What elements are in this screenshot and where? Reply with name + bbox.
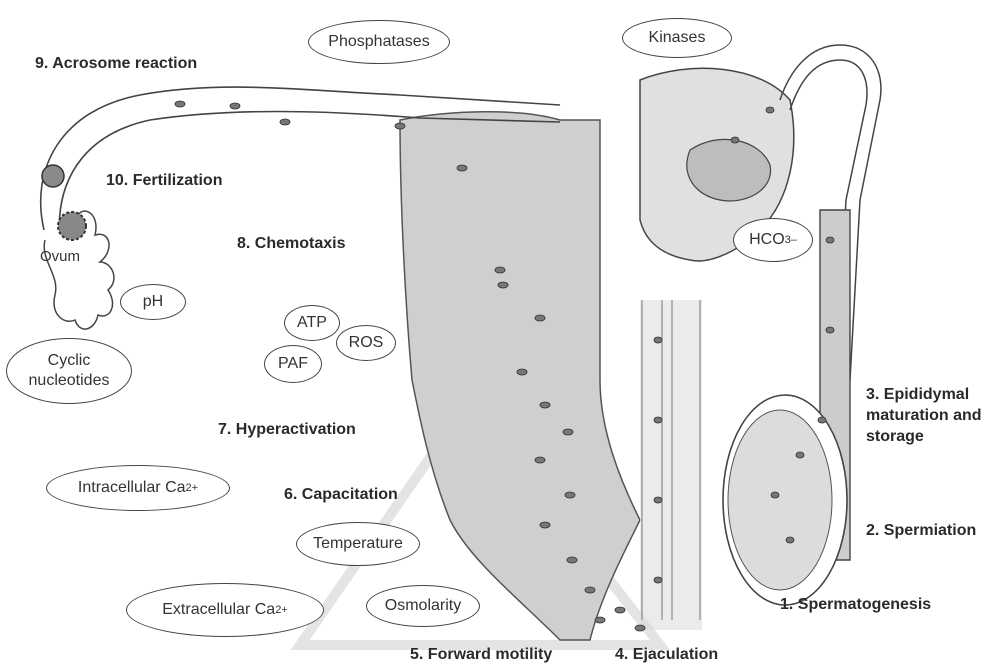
ovum-label: Ovum xyxy=(40,248,80,265)
step-ejaculation: 4. Ejaculation xyxy=(615,645,718,664)
factor-cyclic-nucleotides: Cyclic nucleotides xyxy=(6,338,132,404)
factor-ros: ROS xyxy=(336,325,396,361)
factor-kinases: Kinases xyxy=(622,18,732,58)
zygote-cell xyxy=(42,165,64,187)
cyclic-line1: Cyclic xyxy=(48,351,91,371)
step-epididymal-maturation: 3. Epididymal maturation and storage xyxy=(866,384,982,447)
step-chemotaxis: 8. Chemotaxis xyxy=(237,234,345,253)
uterus-shape xyxy=(400,112,640,640)
extra-base: Extracellular Ca xyxy=(162,600,275,620)
factor-temperature: Temperature xyxy=(296,522,420,566)
step-spermatogenesis: 1. Spermatogenesis xyxy=(780,595,931,614)
factor-osmolarity: Osmolarity xyxy=(366,585,480,627)
factor-phosphatases: Phosphatases xyxy=(308,20,450,64)
step-spermiation: 2. Spermiation xyxy=(866,521,976,540)
factor-ph: pH xyxy=(120,284,186,320)
ovum-cell xyxy=(58,212,86,240)
step-epididymal-line3: storage xyxy=(866,426,982,447)
testis-inner xyxy=(728,410,832,590)
hco3-base: HCO xyxy=(749,230,785,250)
step-forward-motility: 5. Forward motility xyxy=(410,645,552,664)
step-epididymal-line1: 3. Epididymal xyxy=(866,384,982,405)
step-fertilization: 10. Fertilization xyxy=(106,171,222,190)
factor-paf: PAF xyxy=(264,345,322,383)
step-epididymal-line2: maturation and xyxy=(866,405,982,426)
step-capacitation: 6. Capacitation xyxy=(284,485,398,504)
factor-atp: ATP xyxy=(284,305,340,341)
step-hyperactivation: 7. Hyperactivation xyxy=(218,420,356,439)
intra-base: Intracellular Ca xyxy=(78,478,186,498)
penile-shaft xyxy=(640,300,702,630)
step-acrosome-reaction: 9. Acrosome reaction xyxy=(35,54,197,73)
cyclic-line2: nucleotides xyxy=(29,371,110,391)
